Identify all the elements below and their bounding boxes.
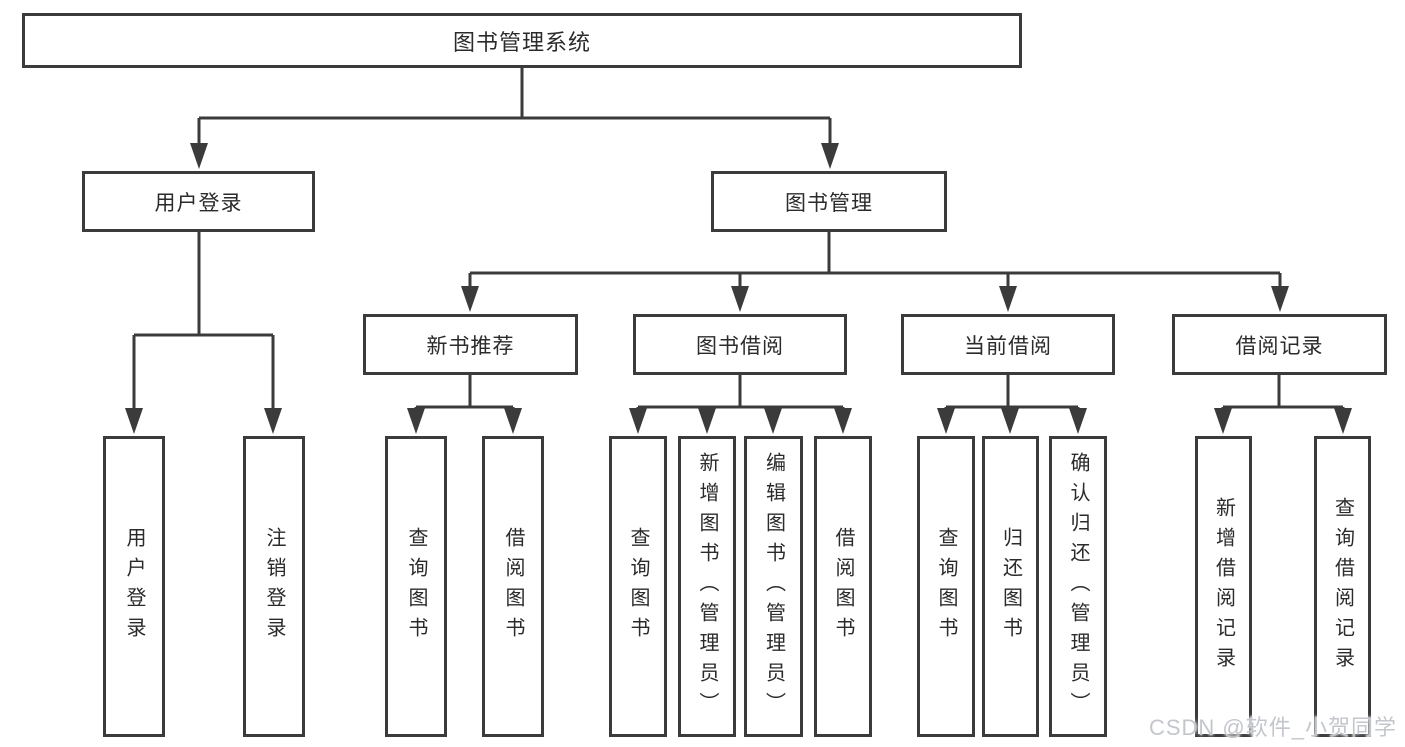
node-book-borrowing: 图书借阅: [633, 314, 847, 375]
node-book-management: 图书管理: [711, 171, 947, 232]
leaf-query-borrow-record: 查询借阅记录: [1314, 436, 1371, 737]
leaf-query-borrow-record-label: 查询借阅记录: [1331, 496, 1354, 677]
leaf-logout: 注销登录: [243, 436, 305, 737]
leaf-borrow-books-2: 借阅图书: [814, 436, 872, 737]
leaf-query-books-current-label: 查询图书: [935, 526, 957, 647]
leaf-confirm-return-admin: 确认归还（管理员）: [1049, 436, 1107, 737]
leaf-query-books-borrow-label: 查询图书: [627, 526, 649, 647]
leaf-return-book: 归还图书: [982, 436, 1039, 737]
leaf-add-book-admin-label: 新增图书（管理员）: [696, 451, 718, 722]
leaf-confirm-return-admin-label: 确认归还（管理员）: [1067, 451, 1089, 722]
node-new-book-recommendation: 新书推荐: [363, 314, 578, 375]
leaf-borrow-books-recommend-label: 借阅图书: [502, 526, 524, 647]
leaf-logout-label: 注销登录: [263, 526, 285, 647]
leaf-user-login-label: 用户登录: [123, 526, 145, 647]
node-current-borrowing: 当前借阅: [901, 314, 1115, 375]
leaf-query-books-recommend: 查询图书: [385, 436, 447, 737]
leaf-edit-book-admin-label: 编辑图书（管理员）: [762, 451, 785, 722]
leaf-query-books-borrow: 查询图书: [609, 436, 667, 737]
leaf-borrow-books-2-label: 借阅图书: [832, 526, 854, 647]
leaf-borrow-books-recommend: 借阅图书: [482, 436, 544, 737]
leaf-add-borrow-record: 新增借阅记录: [1195, 436, 1252, 737]
node-library-management-system: 图书管理系统: [22, 13, 1022, 68]
node-borrowing-records: 借阅记录: [1172, 314, 1387, 375]
leaf-edit-book-admin: 编辑图书（管理员）: [744, 436, 803, 737]
leaf-add-borrow-record-label: 新增借阅记录: [1212, 496, 1235, 677]
leaf-query-books-recommend-label: 查询图书: [405, 526, 427, 647]
leaf-user-login: 用户登录: [103, 436, 165, 737]
node-user-login: 用户登录: [82, 171, 315, 232]
leaf-return-book-label: 归还图书: [999, 526, 1022, 647]
leaf-add-book-admin: 新增图书（管理员）: [678, 436, 736, 737]
leaf-query-books-current: 查询图书: [917, 436, 975, 737]
